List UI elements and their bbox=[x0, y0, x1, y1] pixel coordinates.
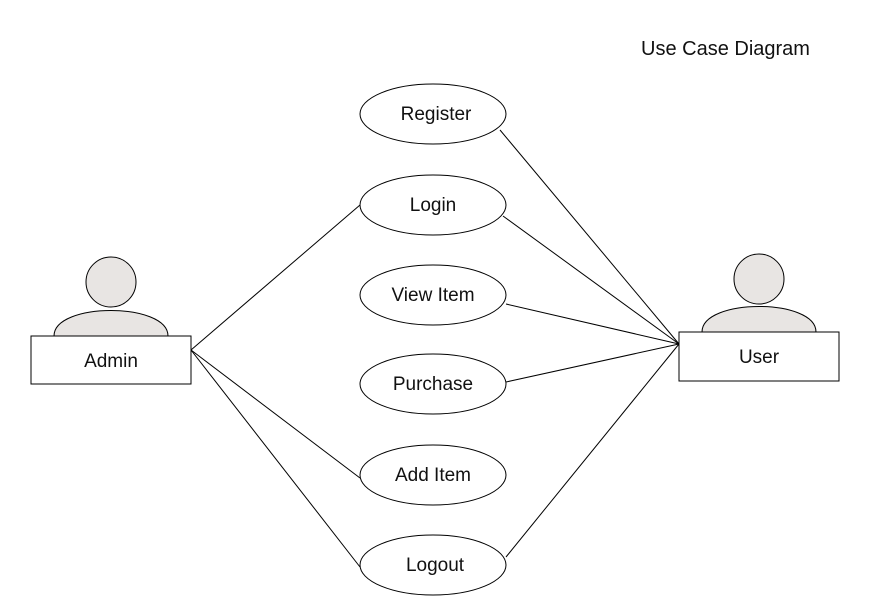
association-admin-logout bbox=[190, 349, 361, 568]
actor-admin: Admin bbox=[30, 256, 192, 385]
actor-user-box bbox=[678, 331, 840, 382]
associations bbox=[190, 129, 680, 568]
diagram-title: Use Case Diagram bbox=[641, 38, 810, 60]
use-case-purchase: Purchase bbox=[359, 353, 507, 415]
use-case-login-oval bbox=[359, 174, 507, 236]
use-case-view-item-label: View Item bbox=[391, 285, 474, 306]
actor-user: User bbox=[678, 253, 840, 382]
actor-user-head-icon bbox=[733, 253, 785, 305]
use-case-register-oval bbox=[359, 83, 507, 145]
association-user-login bbox=[502, 215, 680, 345]
association-user-logout bbox=[505, 343, 680, 558]
use-case-purchase-oval bbox=[359, 353, 507, 415]
association-user-view-item bbox=[505, 303, 680, 345]
actor-user-body-icon bbox=[701, 306, 817, 333]
actor-admin-label: Admin bbox=[84, 351, 138, 372]
use-case-logout-label: Logout bbox=[406, 555, 465, 576]
use-case-login: Login bbox=[359, 174, 507, 236]
use-case-add-item-label: Add Item bbox=[395, 465, 471, 486]
use-case-add-item-oval bbox=[359, 444, 507, 506]
association-user-purchase bbox=[505, 343, 680, 383]
use-case-register-label: Register bbox=[401, 104, 472, 125]
use-case-add-item: Add Item bbox=[359, 444, 507, 506]
use-case-logout: Logout bbox=[359, 534, 507, 596]
actor-admin-body-icon bbox=[53, 310, 169, 337]
actor-user-label: User bbox=[739, 347, 780, 368]
use-case-logout-oval bbox=[359, 534, 507, 596]
use-case-view-item-oval bbox=[359, 264, 507, 326]
actor-admin-head-icon bbox=[85, 256, 137, 308]
use-case-login-label: Login bbox=[410, 195, 457, 216]
use-case-view-item: View Item bbox=[359, 264, 507, 326]
association-user-register bbox=[499, 129, 680, 345]
actor-admin-box bbox=[30, 335, 192, 385]
use-case-purchase-label: Purchase bbox=[393, 374, 473, 395]
association-admin-login bbox=[190, 204, 361, 351]
use-case-register: Register bbox=[359, 83, 507, 145]
association-admin-add-item bbox=[190, 349, 361, 479]
